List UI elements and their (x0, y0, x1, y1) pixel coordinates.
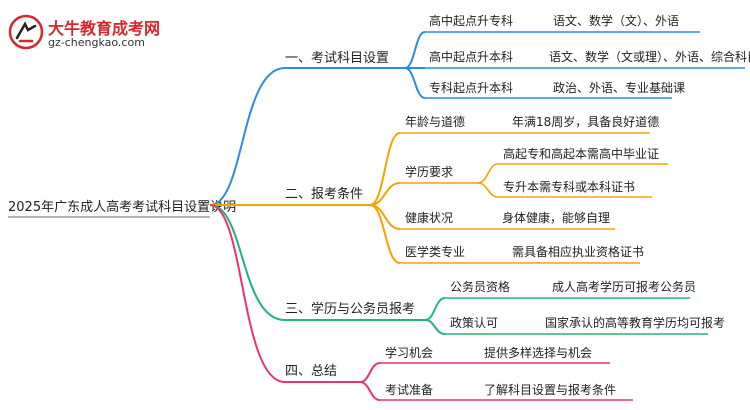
branch-4-leaf-1: 提供多样选择与机会 (484, 345, 592, 360)
logo-url: gz-chengkao.com (48, 36, 145, 49)
branch-2-node-1: 年龄与道德 (405, 114, 465, 129)
branch-1-node-2: 高中起点升本科 (429, 49, 513, 64)
branch-4-node-1: 学习机会 (385, 345, 433, 360)
logo-mark-icon (8, 14, 44, 50)
branch-2-node-3: 健康状况 (405, 210, 453, 225)
branch-1-leaf-3: 政治、外语、专业基础课 (553, 80, 685, 95)
branch-4-label: 四、总结 (285, 364, 337, 379)
root-title: 2025年广东成人高考考试科目设置说明 (8, 199, 236, 215)
branch-2-label: 二、报考条件 (285, 186, 363, 202)
branch-1-leaf-2: 语文、数学（文或理）、外语、综合科目 (549, 49, 750, 64)
branch-2-leaf-1: 年满18周岁，具备良好道德 (512, 114, 659, 129)
connector-branch-3 (209, 204, 286, 321)
branch-1-leaf-1: 语文、数学（文）、外语 (553, 13, 679, 28)
branch-2-leaf-3: 身体健康，能够自理 (502, 210, 610, 225)
branch-2-leaf-4: 需具备相应执业资格证书 (512, 244, 644, 259)
branch-3-leaf-2: 国家承认的高等教育学历均可报考 (545, 315, 725, 330)
branch-2-node-2: 学历要求 (405, 164, 453, 179)
branch-1-node-3: 专科起点升本科 (429, 80, 513, 95)
branch-3-node-1: 公务员资格 (450, 279, 510, 294)
branch-2-node-4: 医学类专业 (405, 244, 465, 259)
branch-3-leaf-1: 成人高考学历可报考公务员 (552, 279, 696, 294)
branch-3-node-2: 政策认可 (450, 316, 498, 330)
branch-2-leaf-2b: 专升本需专科或本科证书 (503, 179, 635, 194)
branch-3-label: 三、学历与公务员报考 (285, 301, 415, 317)
branch-1-label: 一、考试科目设置 (285, 51, 389, 66)
site-logo[interactable]: 大牛教育成考网 gz-chengkao.com (8, 14, 208, 54)
logo-title: 大牛教育成考网 (48, 19, 161, 38)
connector-branch-1 (209, 67, 286, 206)
branch-4-node-2: 考试准备 (385, 382, 433, 397)
branch-1-node-1: 高中起点升专科 (429, 13, 513, 28)
branch-4-leaf-2: 了解科目设置与报考条件 (484, 382, 616, 397)
branch-2-leaf-2a: 高起专和高起本需高中毕业证 (503, 146, 659, 161)
connector-branch-4 (209, 204, 286, 383)
